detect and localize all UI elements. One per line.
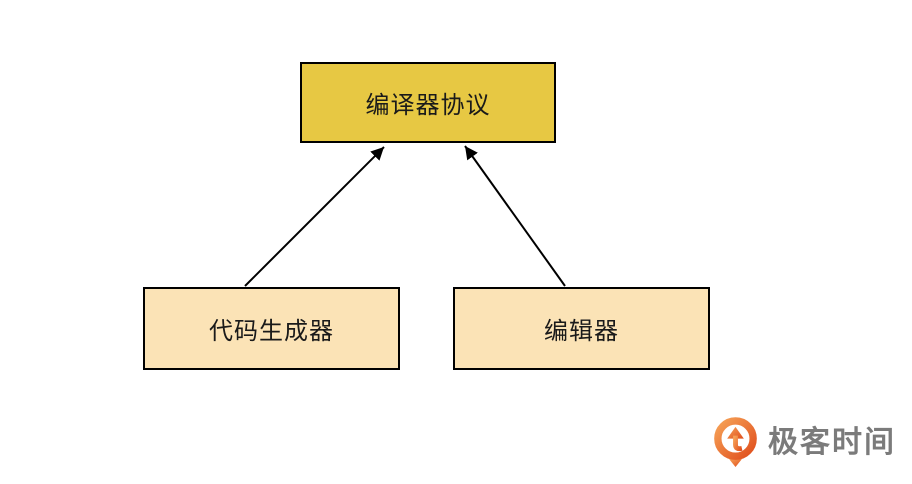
node-editor-label: 编辑器 (544, 318, 619, 345)
node-editor: 编辑器 (453, 287, 710, 370)
node-compiler-protocol-label: 编译器协议 (365, 92, 491, 119)
logo-inner-arrowhead (727, 426, 744, 439)
node-code-generator-label: 代码生成器 (209, 318, 334, 345)
logo-pin-tail (729, 459, 742, 467)
node-compiler-protocol: 编译器协议 (300, 62, 556, 143)
geektime-logo: 极客时间 (711, 416, 896, 469)
arrow-codegen-to-protocol (244, 146, 385, 287)
logo-inner-arrow-tail (733, 435, 743, 452)
arrow-editor-to-protocol (464, 145, 566, 287)
node-code-generator: 代码生成器 (143, 287, 400, 370)
geektime-logo-text: 极客时间 (768, 425, 896, 459)
geektime-logo-icon (714, 417, 757, 467)
